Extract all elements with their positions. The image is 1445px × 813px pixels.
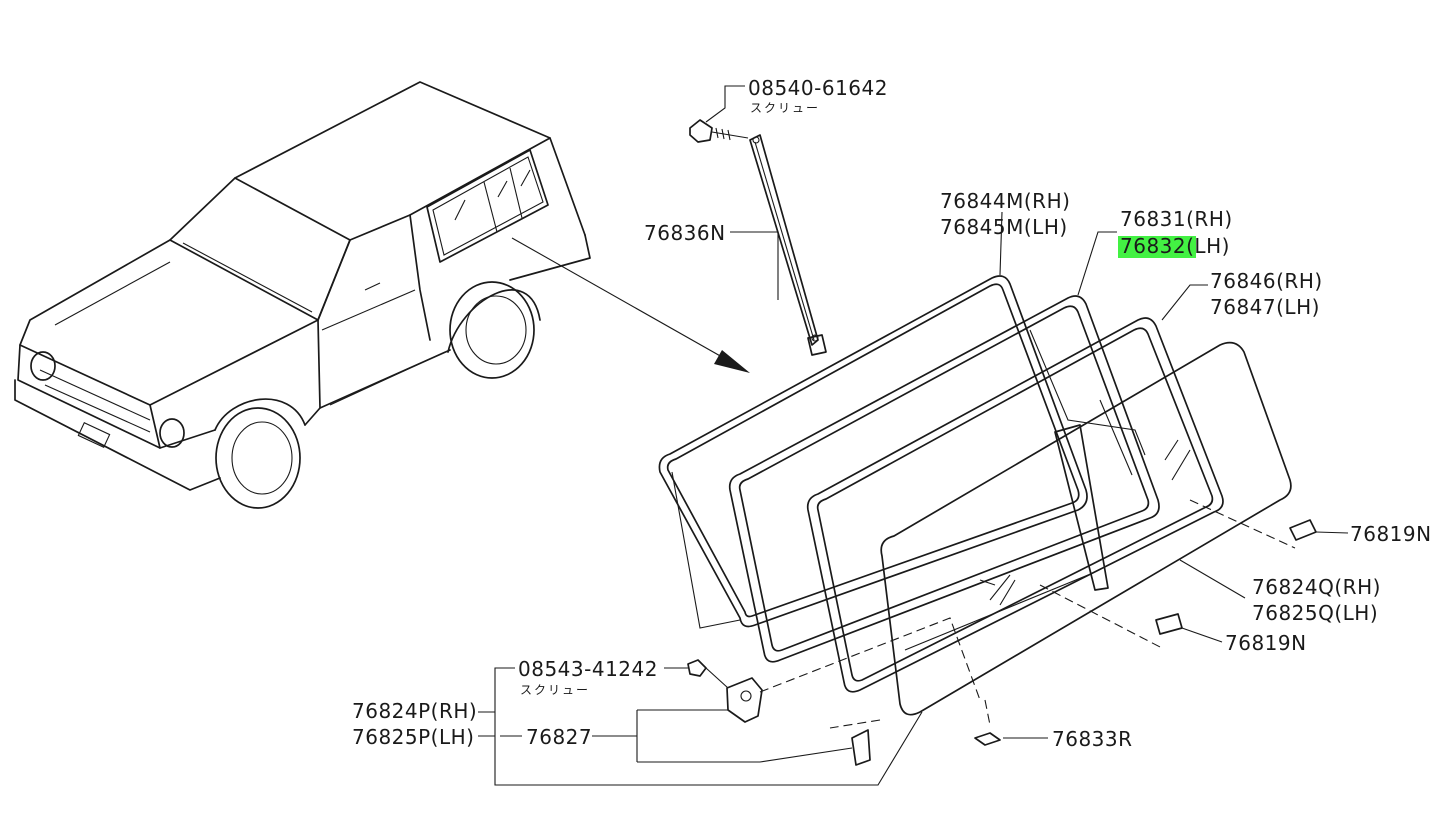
label-stopper-lower: 76819N — [1225, 631, 1307, 655]
label-seal-outer-lh: 76845M(LH) — [940, 215, 1068, 239]
callout-arrow — [511, 237, 750, 373]
label-stopper-upper: 76819N — [1350, 522, 1432, 546]
label-glass-lh: 76825Q(LH) — [1252, 601, 1378, 625]
stay-rod — [749, 134, 827, 356]
label-screw-top-name: スクリュー — [750, 101, 820, 115]
label-frame-lh-highlight: 76832(L — [1120, 234, 1206, 258]
rear-side-glass — [880, 341, 1292, 716]
label-frame-lh-rest: H) — [1206, 234, 1230, 258]
label-pad: 76833R — [1052, 727, 1133, 751]
screw-icon — [689, 119, 749, 143]
label-latch-rh: 76824P(RH) — [352, 699, 477, 723]
label-latch-part: 76827 — [526, 725, 592, 749]
label-screw-top-part: 08540-61642 — [748, 76, 888, 100]
pad-icon — [974, 732, 1048, 746]
label-stay: 76836N — [644, 221, 726, 245]
label-screw-bottom-part: 08543-41242 — [518, 657, 658, 681]
alignment-guides — [759, 499, 1296, 729]
leader-lines — [478, 85, 1246, 786]
label-glass-rh: 76824Q(RH) — [1252, 575, 1381, 599]
highlight-marker — [1118, 236, 1196, 258]
label-latch-lh: 76825P(LH) — [352, 725, 474, 749]
vehicle-illustration — [14, 81, 591, 509]
label-screw-bottom-name: スクリュー — [520, 683, 590, 697]
label-frame-rh: 76831(RH) — [1120, 207, 1233, 231]
weatherstrip-outer — [658, 275, 1088, 629]
weatherstrip-inner — [806, 317, 1224, 693]
label-frame-lh: 76832(LH) — [1120, 234, 1230, 258]
stopper-icon-lower — [1155, 613, 1223, 643]
part-labels: 08540-61642 スクリュー 76836N 76844M(RH) 7684… — [352, 76, 1432, 751]
label-seal-inner-lh: 76847(LH) — [1210, 295, 1320, 319]
stopper-icon-upper — [1289, 519, 1349, 541]
window-frame — [728, 295, 1160, 663]
label-seal-outer-rh: 76844M(RH) — [940, 189, 1070, 213]
label-seal-inner-rh: 76846(RH) — [1210, 269, 1323, 293]
